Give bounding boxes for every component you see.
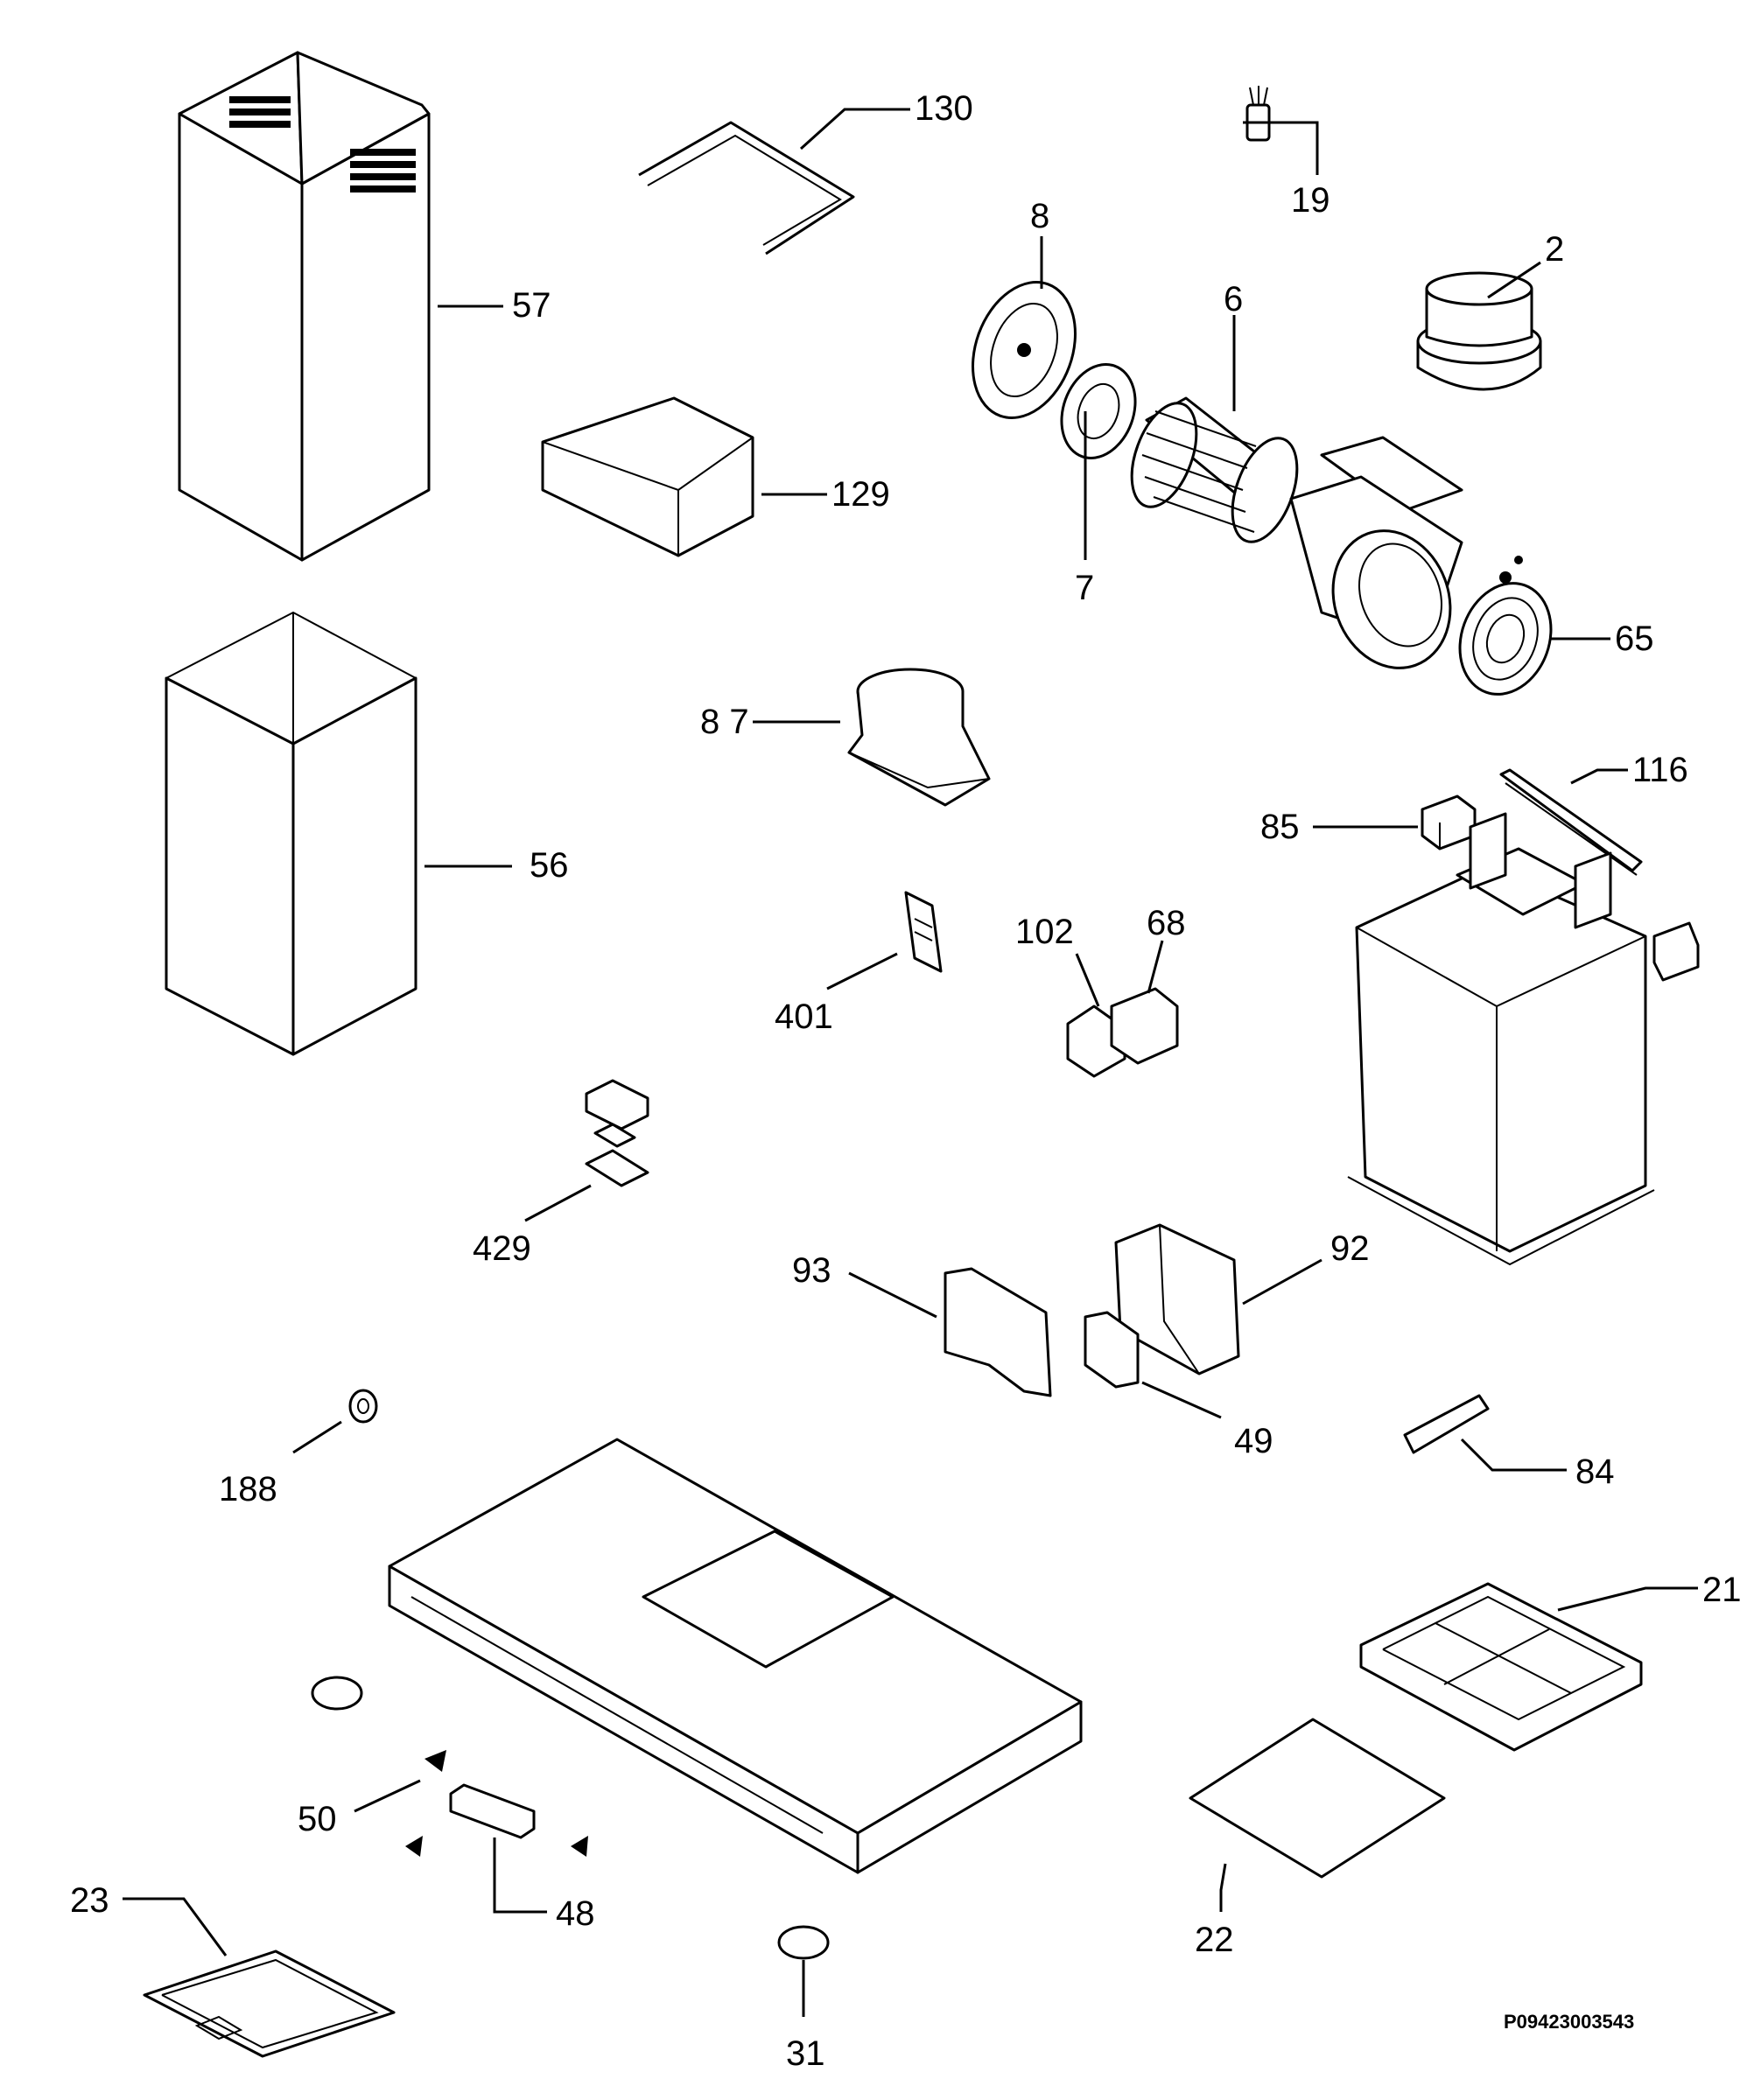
blower-housing	[1289, 436, 1523, 669]
leader-lines	[123, 108, 1698, 2017]
label-84: 84	[1575, 1452, 1615, 1491]
label-6: 6	[1224, 280, 1243, 318]
label-48: 48	[556, 1894, 595, 1933]
label-65: 65	[1615, 620, 1654, 658]
label-130: 130	[915, 89, 973, 128]
label-8: 8	[1030, 197, 1049, 235]
part-102-68-transformer	[1066, 987, 1179, 1078]
label-49: 49	[1234, 1422, 1273, 1460]
part-85-small-box	[1421, 794, 1477, 850]
part-19-capacitor	[1245, 86, 1271, 142]
canopy-hood	[388, 1438, 1083, 1874]
label-31: 31	[786, 2034, 825, 2073]
label-68: 68	[1147, 904, 1186, 942]
label-85: 85	[1260, 808, 1300, 846]
label-188: 188	[219, 1470, 277, 1508]
label-19: 19	[1291, 181, 1330, 220]
part-56-lower-chimney	[165, 611, 417, 1056]
part-188-nut	[348, 1389, 378, 1424]
label-50: 50	[298, 1800, 337, 1838]
part-7-motor	[1060, 363, 1137, 459]
part-93-panel	[944, 1267, 1052, 1397]
label-92: 92	[1330, 1229, 1370, 1268]
label-2: 2	[1545, 230, 1564, 269]
label-401: 401	[775, 998, 833, 1036]
part-116-rail	[1499, 768, 1643, 876]
part-429-connector	[585, 1079, 649, 1187]
part-65-grille	[1458, 582, 1553, 696]
part-labels: 130 19 8 2 57 6 129 7 65 8 7 116 85 56 1…	[70, 89, 1742, 2073]
label-56: 56	[530, 846, 569, 885]
main-housing	[1347, 812, 1700, 1266]
part-21-filter-frame	[1359, 1582, 1643, 1752]
label-116: 116	[1632, 751, 1688, 789]
label-7: 7	[1075, 569, 1094, 607]
part-130-bracket	[638, 121, 855, 256]
part-129-box	[541, 396, 754, 557]
part-49-board	[1084, 1311, 1140, 1389]
label-57: 57	[512, 286, 551, 325]
label-21: 21	[1702, 1571, 1742, 1609]
label-93: 93	[792, 1251, 831, 1290]
label-129: 129	[831, 475, 890, 514]
part-87-adapter	[847, 668, 991, 807]
label-87: 8 7	[700, 703, 749, 741]
part-23-filter	[143, 1950, 396, 2058]
part-6-blower-wheel	[1130, 396, 1299, 543]
part-8-motor-plate	[972, 281, 1077, 419]
label-22: 22	[1195, 1921, 1234, 1959]
part-50-clips	[405, 1750, 588, 1857]
part-401-board	[904, 891, 943, 973]
part-22-filter	[1189, 1718, 1446, 1879]
part-2-collar	[1416, 271, 1542, 391]
part-48-strip	[449, 1783, 536, 1839]
part-31-knob	[311, 1676, 830, 1960]
part-84-switch	[1403, 1394, 1490, 1454]
drawing-code: P09423003543	[1504, 2011, 1634, 2033]
label-23: 23	[70, 1881, 109, 1920]
part-57-upper-chimney	[178, 51, 431, 562]
label-102: 102	[1015, 913, 1074, 951]
label-429: 429	[473, 1229, 531, 1268]
